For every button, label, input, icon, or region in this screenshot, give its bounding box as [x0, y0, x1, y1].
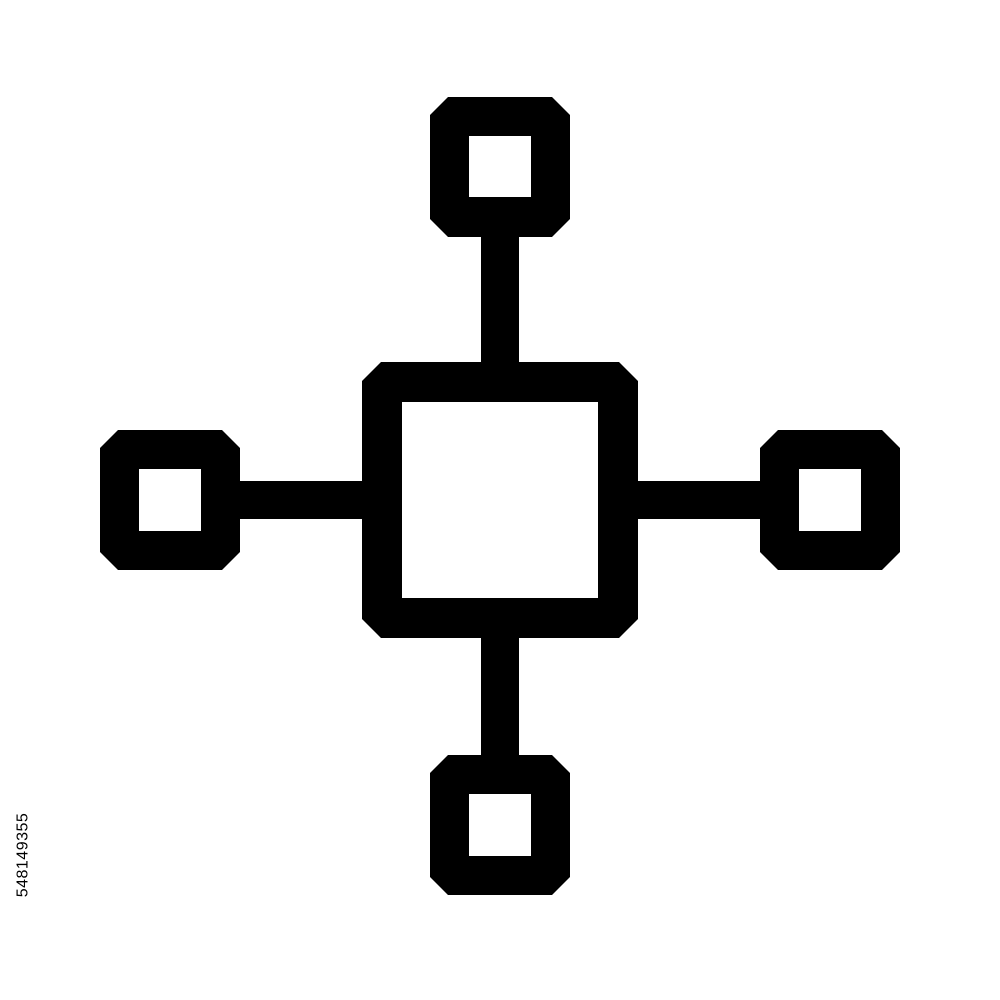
stock-image-id-text: 548149355	[14, 812, 31, 898]
connector-left	[236, 481, 366, 519]
connector-right	[634, 481, 764, 519]
node-bottom	[430, 755, 570, 895]
node-left	[100, 430, 240, 570]
stock-image-id: 548149355	[8, 765, 38, 945]
connector-top	[481, 234, 519, 364]
node-right	[760, 430, 900, 570]
connector-bottom	[481, 634, 519, 760]
node-top	[430, 97, 570, 237]
central-hub-node	[362, 362, 638, 638]
